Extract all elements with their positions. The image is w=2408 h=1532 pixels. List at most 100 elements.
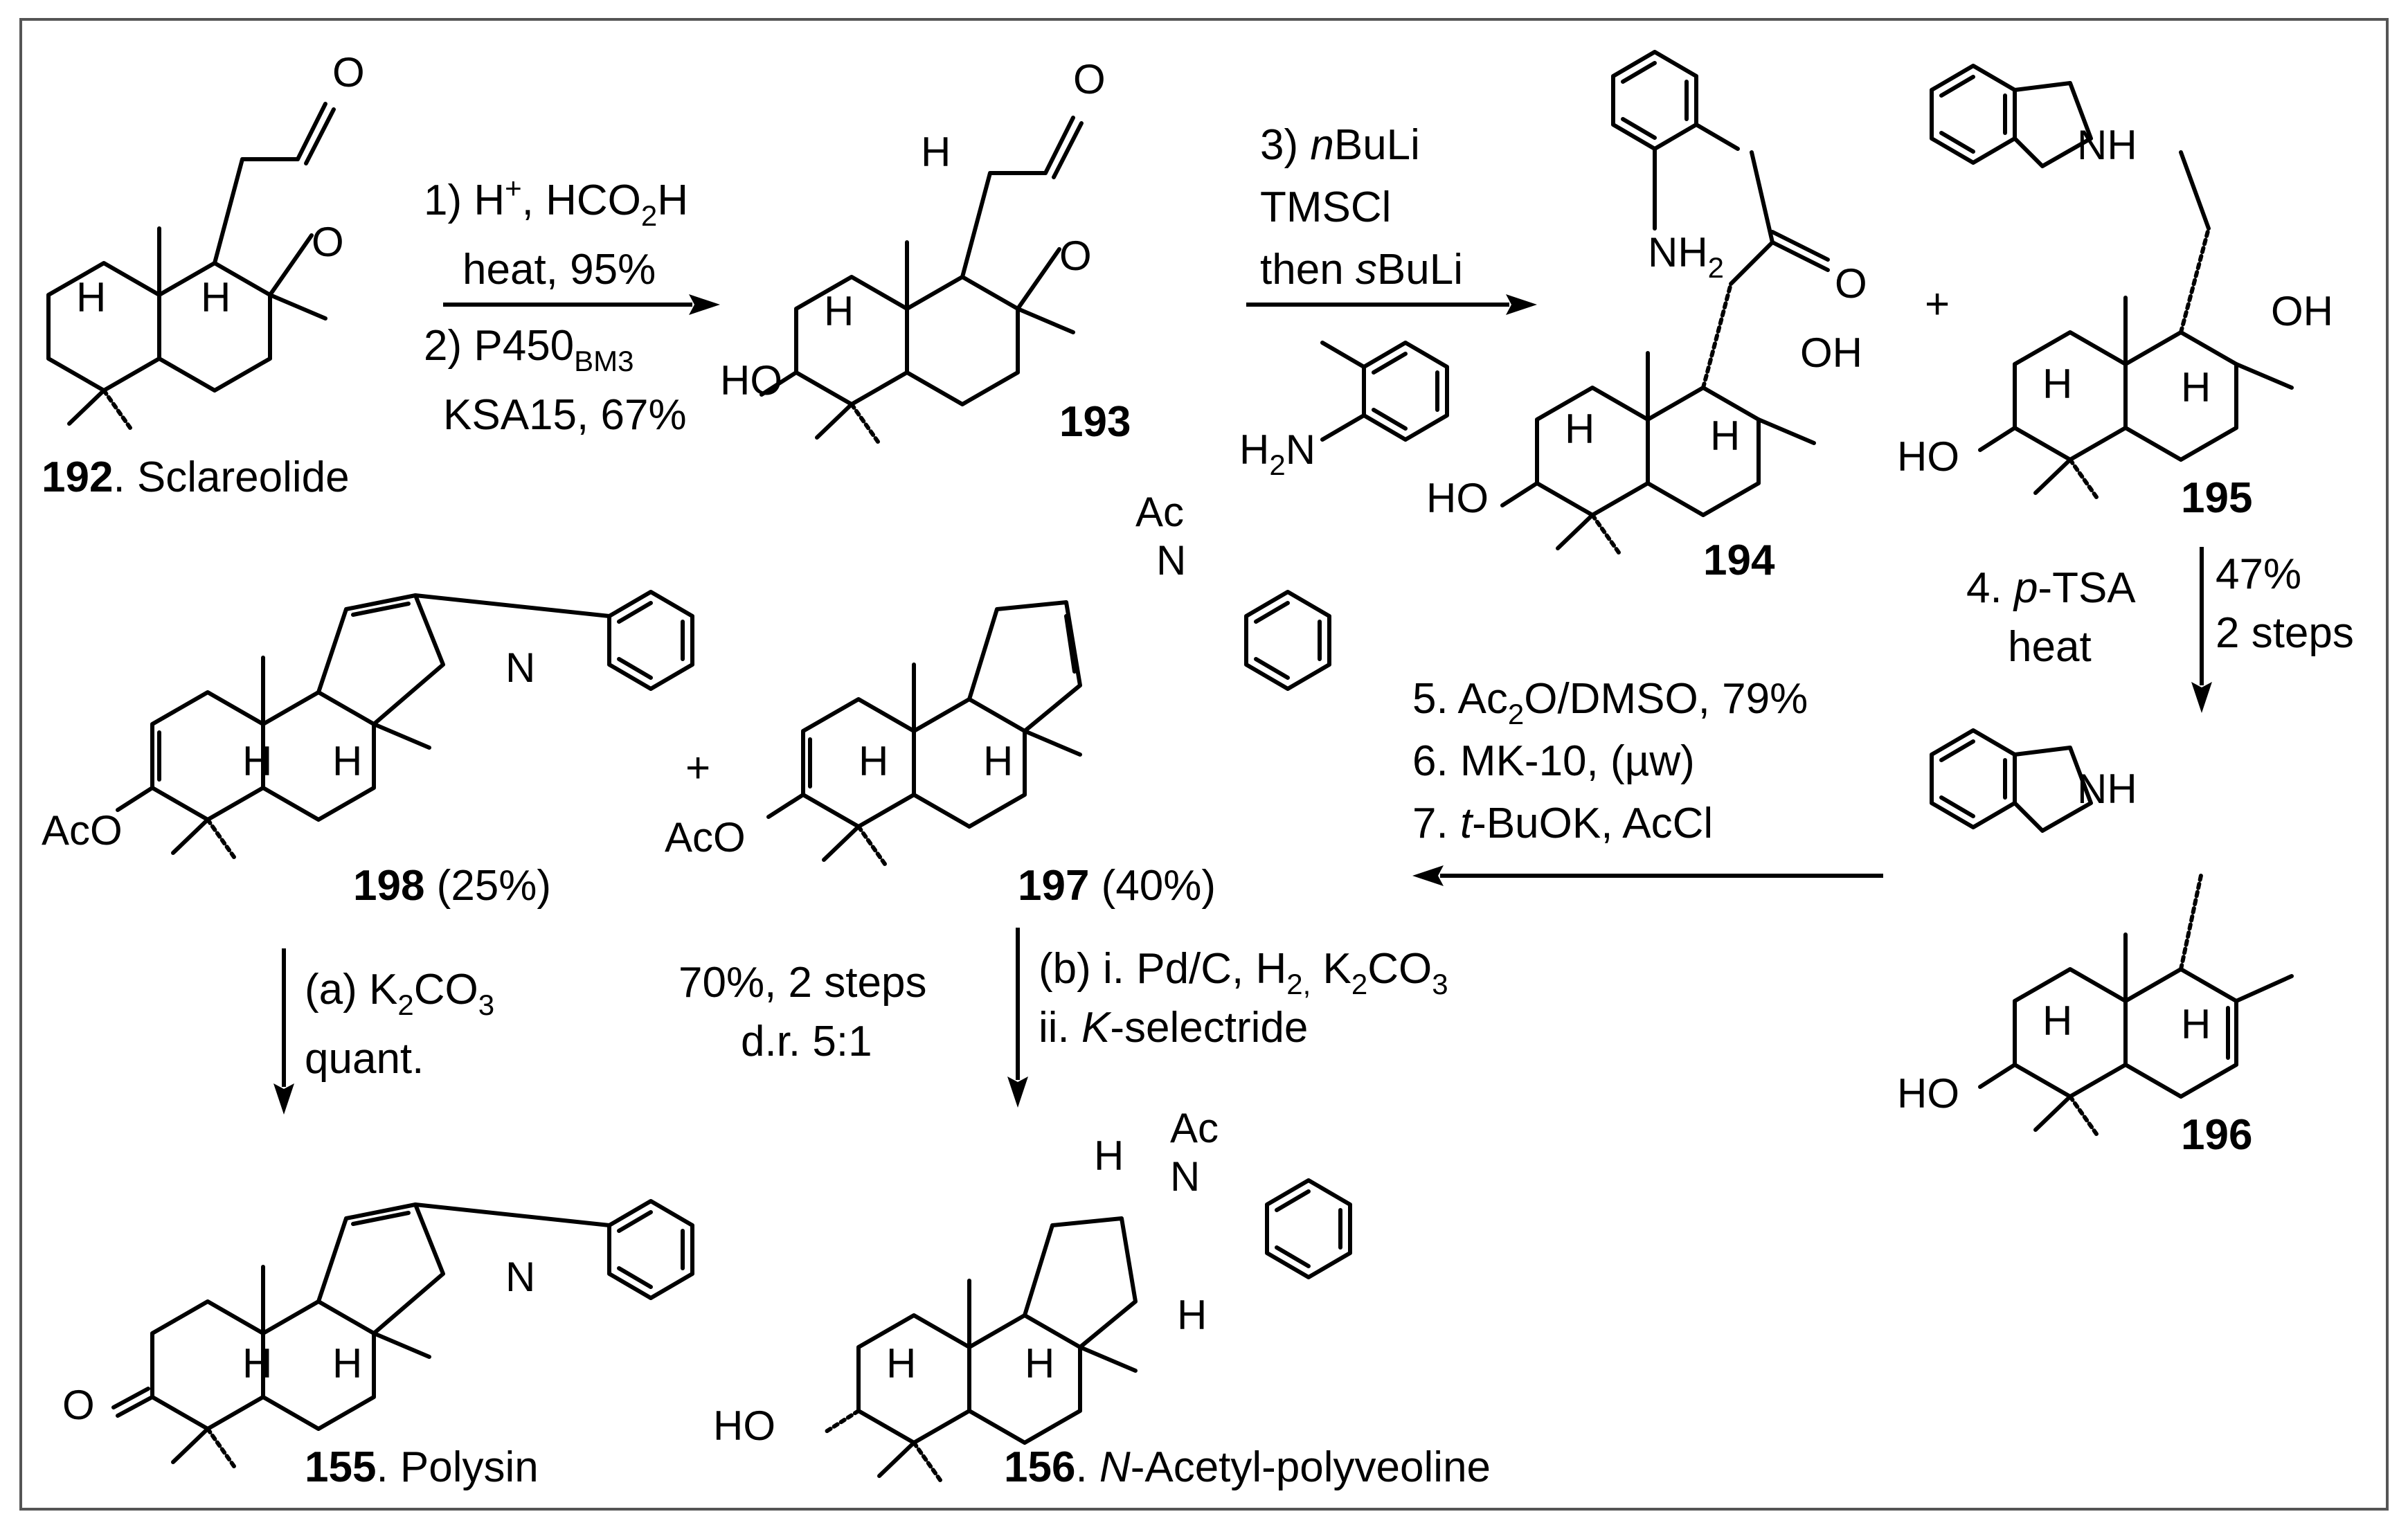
c192-h-b: H: [201, 274, 231, 321]
c195-h-b: H: [2181, 364, 2211, 411]
compound-198-benzo: [609, 592, 692, 689]
c198-aco: AcO: [42, 807, 123, 854]
step-a-conditions: (a) K2CO3 quant.: [305, 966, 494, 1083]
reagent-h2n: H2N: [1239, 426, 1315, 481]
compound-195-indole: [1932, 66, 2093, 168]
compound-194-label: 194: [1703, 537, 1775, 584]
step3-line3: then sBuLi: [1260, 246, 1463, 294]
step7-line: 7. t-BuOK, AcCl: [1412, 800, 1713, 847]
step2-line2: KSA15, 67%: [443, 391, 687, 439]
compound-196-structure: [1978, 870, 2294, 1134]
c156-ac: Ac: [1170, 1105, 1219, 1151]
c193-carbonyl-o: O: [1073, 56, 1106, 102]
stepa-line2: quant.: [305, 1035, 424, 1083]
c194-oh: OH: [1800, 330, 1862, 376]
compound-156-structure: [822, 1216, 1138, 1480]
arrowhead-195-to-196: [2191, 682, 2212, 713]
step-4-conditions: 4. p-TSA heat 47% 2 steps: [1966, 550, 2354, 671]
c194-h-b: H: [1710, 413, 1740, 459]
c196-h-a: H: [2042, 998, 2072, 1044]
compound-193-structure: [760, 116, 1084, 442]
compound-197-label: 197 (40%): [1018, 862, 1216, 910]
c196-ho: HO: [1897, 1070, 1959, 1117]
compound-192-number: 192: [42, 453, 113, 501]
step4-line2: heat: [2008, 623, 2092, 671]
compound-194-aryl: [1613, 52, 1740, 231]
compound-196-indole: [1932, 730, 2093, 833]
c195-oh: OH: [2271, 288, 2333, 334]
c194-h-a: H: [1565, 406, 1594, 452]
stepb-dr: d.r. 5:1: [741, 1018, 872, 1065]
reagent-toluidine-structure: [1320, 341, 1447, 442]
step5-line: 5. Ac2O/DMSO, 79%: [1412, 675, 1808, 730]
step-1-2-conditions: 1) H+, HCO2H heat, 95% 2) P450BM3 KSA15,…: [424, 172, 688, 439]
c195-ho: HO: [1897, 433, 1959, 480]
compound-155-label: 155. Polysin: [305, 1443, 539, 1491]
c193-h-b: H: [921, 129, 951, 175]
step2-line1: 2) P450BM3: [424, 322, 634, 377]
c192-ring-o: O: [312, 219, 344, 265]
step6-line: 6. MK-10, (µw): [1412, 737, 1695, 785]
c192-carbonyl-o: O: [332, 49, 365, 96]
compound-192-structure: [48, 102, 336, 428]
compound-192-name: . Sclareolide: [113, 453, 349, 501]
c156-h-a: H: [886, 1340, 916, 1387]
step4-yield: 47%: [2216, 550, 2301, 598]
c155-fusion-bond: [413, 1202, 611, 1227]
c198-h-b: H: [332, 738, 362, 784]
step1-line2: heat, 95%: [462, 246, 656, 294]
c194-ketone-o: O: [1835, 260, 1867, 307]
compound-197-structure: [766, 600, 1082, 864]
c197-aco: AcO: [665, 814, 746, 860]
c197-h-a: H: [859, 738, 888, 784]
step4-line1: 4. p-TSA: [1966, 564, 2136, 612]
c196-nh: NH: [2077, 766, 2137, 812]
step3-line1: 3) nBuLi: [1260, 121, 1420, 169]
c193-ring-o: O: [1059, 233, 1092, 279]
c198-n: N: [505, 645, 535, 691]
c196-h-b: H: [2181, 1001, 2211, 1047]
plus-194-195: +: [1925, 280, 1950, 328]
c155-ketone-o: O: [62, 1382, 95, 1428]
scheme-frame: [19, 18, 2389, 1511]
c197-ac: Ac: [1135, 489, 1184, 535]
compound-193-label: 193: [1059, 398, 1131, 446]
c197-h-b: H: [983, 738, 1013, 784]
step4-steps: 2 steps: [2216, 609, 2354, 657]
compound-195-structure: [1978, 150, 2294, 497]
compound-155-structure: [111, 1202, 445, 1466]
c156-h-top: H: [1094, 1133, 1124, 1179]
compound-156-benzo: [1267, 1180, 1350, 1277]
c195-nh: NH: [2077, 122, 2137, 168]
c155-n: N: [505, 1254, 535, 1300]
arrowhead-198-to-155: [273, 1083, 294, 1115]
plus-198-197: +: [685, 744, 710, 792]
c156-ho: HO: [713, 1403, 775, 1449]
c156-h-right: H: [1177, 1292, 1207, 1338]
stepb-line2: ii. K-selectride: [1039, 1004, 1308, 1052]
c195-h-a: H: [2042, 361, 2072, 407]
compound-198-label: 198 (25%): [353, 862, 551, 910]
c155-h-b: H: [332, 1340, 362, 1387]
compound-155-benzo: [609, 1201, 692, 1298]
c193-oh: HO: [720, 357, 782, 404]
step1-line1: 1) H+, HCO2H: [424, 172, 688, 232]
compound-194-structure: [1500, 150, 1830, 552]
arrowhead-193-to-194: [1506, 294, 1537, 315]
compound-195-label: 195: [2181, 474, 2252, 522]
c197-n: N: [1156, 537, 1186, 584]
c156-n: N: [1170, 1153, 1200, 1200]
step-3-conditions: 3) nBuLi TMSCl then sBuLi: [1260, 121, 1463, 294]
compound-196-label: 196: [2181, 1111, 2252, 1159]
c198-h-a: H: [242, 738, 272, 784]
arrowhead-192-to-193: [689, 294, 720, 315]
stepb-line1: (b) i. Pd/C, H2, K2CO3: [1039, 945, 1448, 1000]
c156-h-b: H: [1025, 1340, 1054, 1387]
c194-ho: HO: [1426, 475, 1489, 521]
c198-fusion-bond: [413, 593, 611, 618]
stepb-yield: 70%, 2 steps: [679, 959, 926, 1007]
compound-197-benzo: [1246, 592, 1329, 689]
c155-h-a: H: [242, 1340, 272, 1387]
